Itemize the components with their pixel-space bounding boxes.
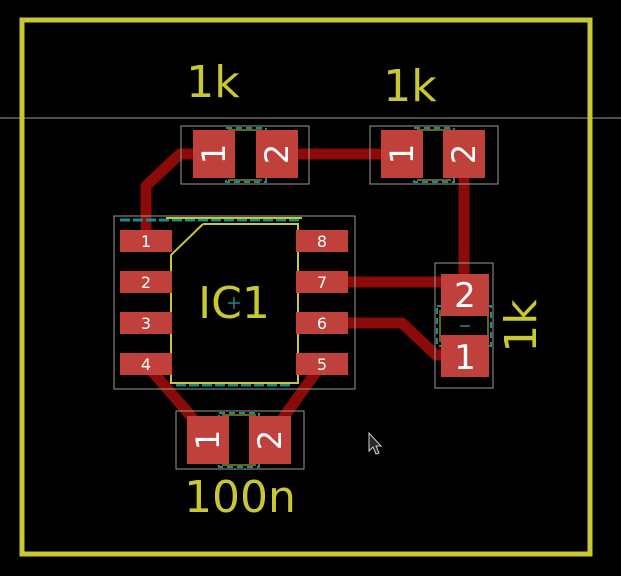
ic1-pin-4-number: 4 <box>141 355 151 374</box>
ic1-pin-6[interactable] <box>296 312 348 334</box>
pad-2-number: 2 <box>251 430 289 450</box>
pad-2-number: 2 <box>258 144 296 164</box>
courtyard <box>369 125 499 185</box>
pad-2[interactable] <box>441 274 489 316</box>
ic1-pin-3-number: 3 <box>141 314 151 333</box>
pad-2[interactable] <box>443 130 485 178</box>
pad-1-number: 1 <box>195 144 233 164</box>
ic1-pin-6-number: 6 <box>317 314 327 333</box>
ic1-pin-3[interactable] <box>120 312 172 334</box>
ic1-pin-4[interactable] <box>120 353 172 375</box>
capacitor-bottom[interactable]: 1 2 100n <box>175 410 305 523</box>
mouse-pointer-icon <box>368 431 383 455</box>
pad-1[interactable] <box>441 335 489 377</box>
resistor-value-label: 1k <box>496 299 547 353</box>
ic1-pin-8[interactable] <box>296 230 348 252</box>
ic1-pin-5[interactable] <box>296 353 348 375</box>
pad-1[interactable] <box>193 130 235 178</box>
capacitor-value-label: 100n <box>184 472 296 523</box>
pad-1[interactable] <box>187 416 229 464</box>
ic1-pin-7-number: 7 <box>317 273 327 292</box>
pad-1-number: 1 <box>383 144 421 164</box>
pad-2[interactable] <box>249 416 291 464</box>
ic1-pin-8-number: 8 <box>317 232 327 251</box>
pad-2[interactable] <box>256 130 298 178</box>
ic1-body-outline <box>170 223 299 384</box>
board-edge <box>19 17 593 557</box>
ic1-pin-2[interactable] <box>120 271 172 293</box>
pad-2-number: 2 <box>454 276 476 316</box>
courtyard <box>180 125 310 185</box>
ic1-package[interactable]: 1 2 3 4 5 6 7 8 IC1 <box>113 215 356 390</box>
pad-2-number: 2 <box>445 144 483 164</box>
ic1-pin-5-number: 5 <box>317 355 327 374</box>
ic1-pin-1-number: 1 <box>141 232 151 251</box>
courtyard <box>113 215 356 390</box>
resistor-top-left[interactable]: 1 2 1k <box>180 57 310 185</box>
copper-traces <box>140 148 470 442</box>
ic1-pin-7[interactable] <box>296 271 348 293</box>
pad-1-number: 1 <box>454 338 476 378</box>
pad-1[interactable] <box>381 130 423 178</box>
pad-1-number: 1 <box>189 430 227 450</box>
ic1-pin-1[interactable] <box>120 230 172 252</box>
courtyard <box>175 410 305 470</box>
resistor-top-right[interactable]: 1 2 1k <box>369 61 499 185</box>
resistor-value-label: 1k <box>383 61 437 112</box>
courtyard <box>434 262 494 389</box>
ic1-pin-2-number: 2 <box>141 273 151 292</box>
resistor-value-label: 1k <box>186 57 240 108</box>
resistor-right[interactable]: 2 1 1k <box>434 262 547 389</box>
